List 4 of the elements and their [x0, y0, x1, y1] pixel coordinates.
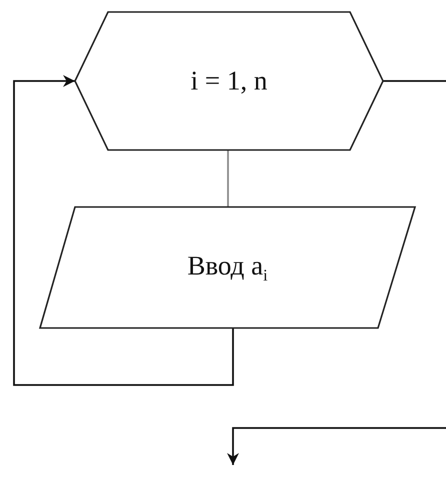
flow-arrow — [227, 80, 446, 465]
flow-arrow — [13, 75, 234, 386]
node-label: Ввод a$_{i}$ — [186, 250, 269, 286]
node-label: i = 1, n — [190, 66, 268, 96]
